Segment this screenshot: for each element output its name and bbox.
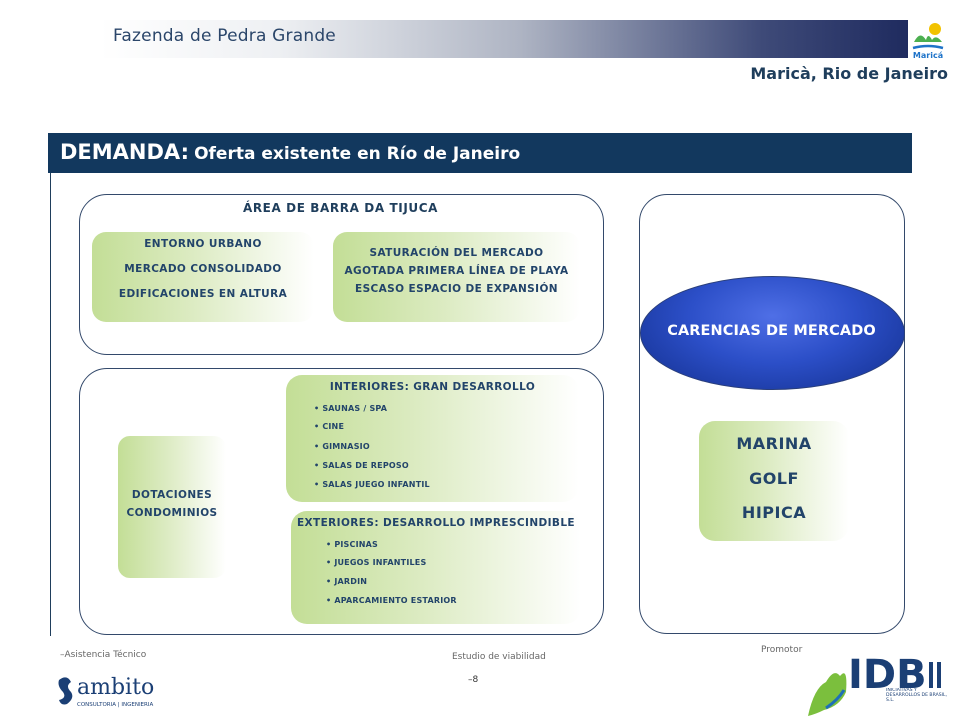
estudio-label: Estudio de viabilidad: [452, 652, 546, 662]
interiores-item: • SAUNAS / SPA: [314, 404, 388, 413]
interiores-item: • GIMNASIO: [314, 442, 370, 451]
exteriores-item: • JARDIN: [326, 577, 368, 586]
entorno-line: MERCADO CONSOLIDADO: [124, 263, 282, 275]
ambito-logo: ambito CONSULTORIA | INGENIERIA: [57, 672, 177, 712]
carencias-panel: [639, 194, 905, 634]
carencia-item: GOLF: [749, 469, 799, 488]
interiores-item: • SALAS JUEGO INFANTIL: [314, 480, 430, 489]
section-banner: [48, 133, 912, 173]
saturacion-line: SATURACIÓN DEL MERCADO: [369, 247, 544, 259]
section-title-key: DEMANDA:: [60, 140, 189, 164]
interiores-item: • SALAS DE REPOSO: [314, 461, 409, 470]
carencia-item: HIPICA: [741, 503, 807, 522]
dotaciones-line: DOTACIONES: [131, 489, 213, 501]
marina-box: MARINA GOLF HIPICA: [699, 421, 849, 541]
interiores-item: • CINE: [314, 422, 345, 431]
saturacion-box: SATURACIÓN DEL MERCADO AGOTADA PRIMERA L…: [333, 232, 580, 322]
svg-text:ambito: ambito: [77, 675, 154, 700]
saturacion-line: ESCASO ESPACIO DE EXPANSIÓN: [355, 283, 558, 295]
idb-logo: IDB INICIATIVAS Y DESARROLLOS DE BRASIL,…: [804, 648, 950, 718]
dotaciones-line: CONDOMINIOS: [126, 507, 218, 519]
section-title: DEMANDA: Oferta existente en Río de Jane…: [60, 140, 520, 164]
exteriores-item: • JUEGOS INFANTILES: [326, 558, 427, 567]
dotaciones-box: DOTACIONES CONDOMINIOS: [118, 436, 226, 578]
left-rule: [50, 173, 51, 636]
asistencia-label: –Asistencia Técnico: [60, 650, 147, 660]
exteriores-item: • APARCAMIENTO ESTARIOR: [326, 596, 457, 605]
header-gradient-bar: [100, 20, 908, 58]
section-title-rest: Oferta existente en Río de Janeiro: [194, 144, 521, 164]
exteriores-item: • PISCINAS: [326, 540, 379, 549]
saturacion-line: AGOTADA PRIMERA LÍNEA DE PLAYA: [344, 265, 569, 277]
promotor-label: Promotor: [761, 645, 803, 655]
interiores-heading: INTERIORES: GRAN DESARROLLO: [329, 381, 536, 393]
carencia-item: MARINA: [736, 434, 812, 453]
entorno-line: EDIFICACIONES EN ALTURA: [118, 288, 288, 300]
exteriores-heading: EXTERIORES: DESARROLLO IMPRESCINDIBLE: [296, 517, 576, 529]
interiores-box: INTERIORES: GRAN DESARROLLO • SAUNAS / S…: [286, 375, 579, 502]
barra-panel-heading: ÁREA DE BARRA DA TIJUCA: [242, 201, 439, 215]
entorno-box: ENTORNO URBANO MERCADO CONSOLIDADO EDIFI…: [92, 232, 314, 322]
entorno-line: ENTORNO URBANO: [144, 238, 262, 250]
carencias-ellipse: [640, 276, 905, 390]
svg-text:Maricá: Maricá: [913, 51, 943, 60]
project-title: Fazenda de Pedra Grande: [113, 26, 336, 46]
location-label: Maricà, Rio de Janeiro: [750, 64, 948, 83]
carencias-label: CARENCIAS DE MERCADO: [667, 323, 876, 339]
marica-logo: Maricá: [908, 20, 948, 62]
page-number: –8: [468, 675, 479, 685]
svg-text:IDB: IDB: [848, 652, 927, 698]
exteriores-box: EXTERIORES: DESARROLLO IMPRESCINDIBLE • …: [291, 511, 581, 624]
svg-text:CONSULTORIA | INGENIERIA: CONSULTORIA | INGENIERIA: [77, 702, 153, 708]
